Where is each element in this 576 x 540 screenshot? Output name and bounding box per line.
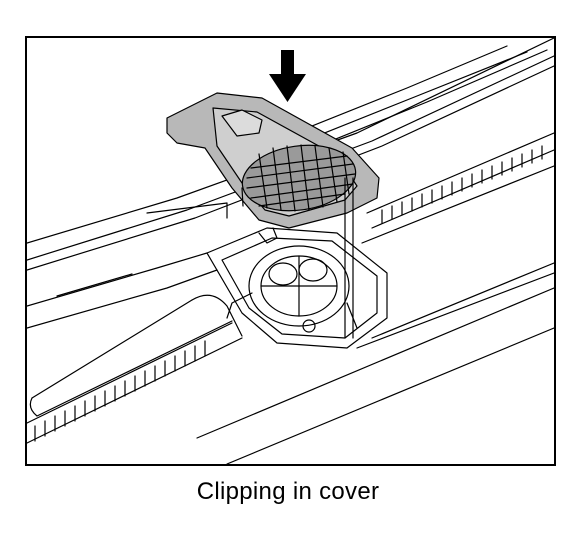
figure-caption: Clipping in cover [196, 478, 380, 505]
rod [344, 177, 354, 339]
lower-housing [27, 202, 554, 464]
mount-base [206, 227, 388, 349]
illustration-frame [25, 36, 556, 466]
cover-grille [241, 144, 357, 212]
arrow-down-icon [269, 50, 306, 102]
left-gear-rack [27, 294, 243, 444]
cover-installation-illustration [27, 38, 554, 464]
right-gear-rack [361, 132, 554, 244]
